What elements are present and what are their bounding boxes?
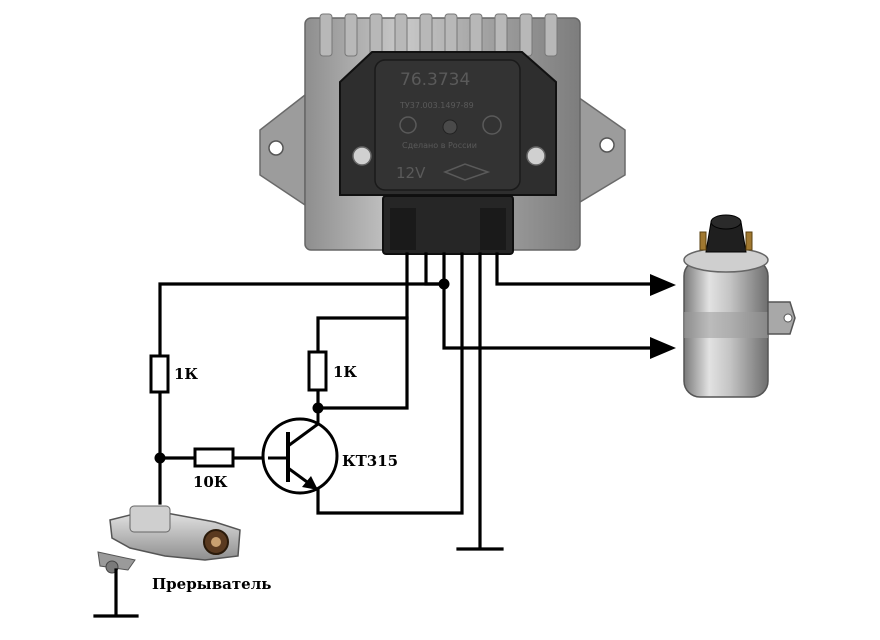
mount-hole-right bbox=[599, 137, 615, 153]
coil-terminal-left bbox=[699, 231, 707, 251]
resistor-r3-label: 10К bbox=[193, 473, 228, 491]
junction-left bbox=[154, 452, 166, 464]
cover-screw-left bbox=[352, 146, 372, 166]
junction-top bbox=[438, 278, 450, 290]
resistor-r1 bbox=[149, 354, 170, 394]
output-arrow-lower bbox=[650, 337, 676, 359]
resistor-r2-label: 1К bbox=[333, 363, 357, 381]
mount-hole-left bbox=[268, 140, 284, 156]
output-arrow-upper bbox=[650, 274, 676, 296]
transistor-label: КТ315 bbox=[342, 452, 398, 470]
module-logo-right bbox=[482, 115, 502, 135]
resistor-r2 bbox=[307, 350, 328, 392]
coil-terminal-right bbox=[745, 231, 753, 251]
breaker-label: Прерыватель bbox=[152, 575, 271, 593]
module-part-number: 76.3734 bbox=[400, 70, 470, 90]
coil-bracket bbox=[767, 301, 796, 335]
transistor-kt315 bbox=[261, 408, 339, 495]
wires bbox=[158, 252, 654, 551]
module-logo-left bbox=[399, 116, 417, 134]
module-spec: ТУ37.003.1497-89 bbox=[399, 101, 474, 110]
ignition-coil bbox=[683, 214, 796, 398]
breaker bbox=[97, 505, 241, 574]
emitter-arrow bbox=[302, 476, 318, 490]
module-center-bolt bbox=[442, 119, 458, 135]
module-voltage: 12V bbox=[396, 164, 426, 182]
resistor-r1-label: 1К bbox=[174, 365, 198, 383]
ignition-module: 76.3734 ТУ37.003.1497-89 Сделано в Росси… bbox=[259, 13, 626, 255]
cover-screw-right bbox=[526, 146, 546, 166]
module-brand-mark bbox=[442, 163, 491, 181]
heatsink-fins bbox=[319, 13, 558, 57]
module-made-in: Сделано в России bbox=[402, 141, 477, 150]
resistor-r3 bbox=[193, 447, 235, 468]
